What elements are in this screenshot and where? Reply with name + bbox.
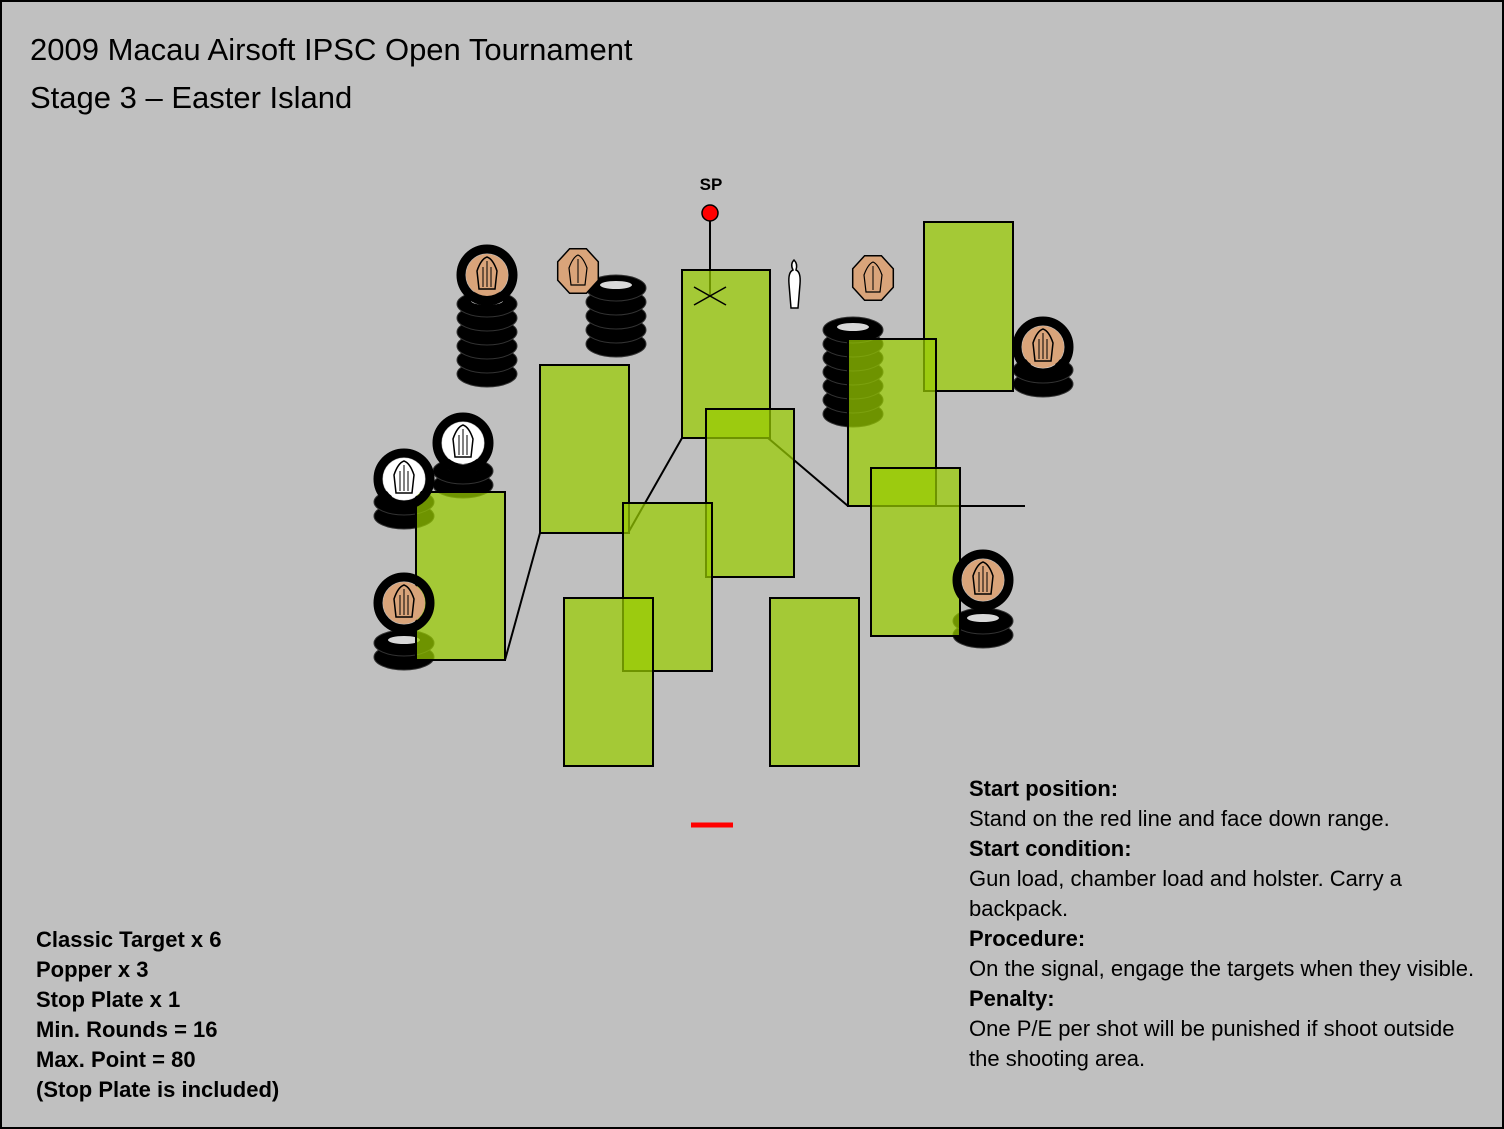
classic-target <box>952 549 1014 611</box>
procedure-heading: Procedure: <box>969 926 1086 951</box>
tire-stack <box>585 274 647 358</box>
summary-min-rounds: Min. Rounds = 16 <box>36 1017 218 1042</box>
summary-poppers: Popper x 3 <box>36 957 149 982</box>
start-condition-text: Gun load, chamber load and holster. Carr… <box>969 866 1402 921</box>
wall <box>769 597 860 767</box>
stage-title: Stage 3 – Easter Island <box>30 80 353 115</box>
target-summary: Classic Target x 6 Popper x 3 Stop Plate… <box>36 925 279 1105</box>
classic-target <box>456 244 518 306</box>
start-point-marker <box>701 204 719 222</box>
wall <box>563 597 654 767</box>
wall <box>870 467 961 637</box>
wall <box>539 364 630 534</box>
procedure-text: On the signal, engage the targets when t… <box>969 956 1475 981</box>
no-shoot-silhouette <box>788 258 801 309</box>
start-position-heading: Start position: <box>969 776 1119 801</box>
tournament-title: 2009 Macau Airsoft IPSC Open Tournament <box>30 32 633 67</box>
wall <box>705 408 795 578</box>
stage-info: Start position: Stand on the red line an… <box>969 774 1489 1074</box>
start-position-text: Stand on the red line and face down rang… <box>969 806 1390 831</box>
classic-target <box>373 448 435 510</box>
classic-target <box>373 572 435 634</box>
summary-classic-targets: Classic Target x 6 <box>36 927 222 952</box>
wall <box>415 491 506 661</box>
summary-note: (Stop Plate is included) <box>36 1077 280 1102</box>
start-cross-mark <box>693 286 727 306</box>
penalty-text: One P/E per shot will be punished if sho… <box>969 1016 1455 1071</box>
summary-max-point: Max. Point = 80 <box>36 1047 196 1072</box>
tire-hole <box>600 281 632 289</box>
penalty-heading: Penalty: <box>969 986 1055 1011</box>
popper-target <box>556 248 600 294</box>
start-point-label: SP <box>700 175 723 194</box>
wall <box>923 221 1014 392</box>
start-condition-heading: Start condition: <box>969 836 1132 861</box>
tire-hole <box>837 323 869 331</box>
summary-stop-plate: Stop Plate x 1 <box>36 987 181 1012</box>
tire-hole <box>388 636 420 644</box>
tire-hole <box>967 614 999 622</box>
classic-target <box>432 412 494 474</box>
tire-stack <box>952 607 1014 649</box>
classic-target <box>1012 316 1074 378</box>
popper-target <box>851 255 895 301</box>
tire-stack <box>456 290 518 388</box>
